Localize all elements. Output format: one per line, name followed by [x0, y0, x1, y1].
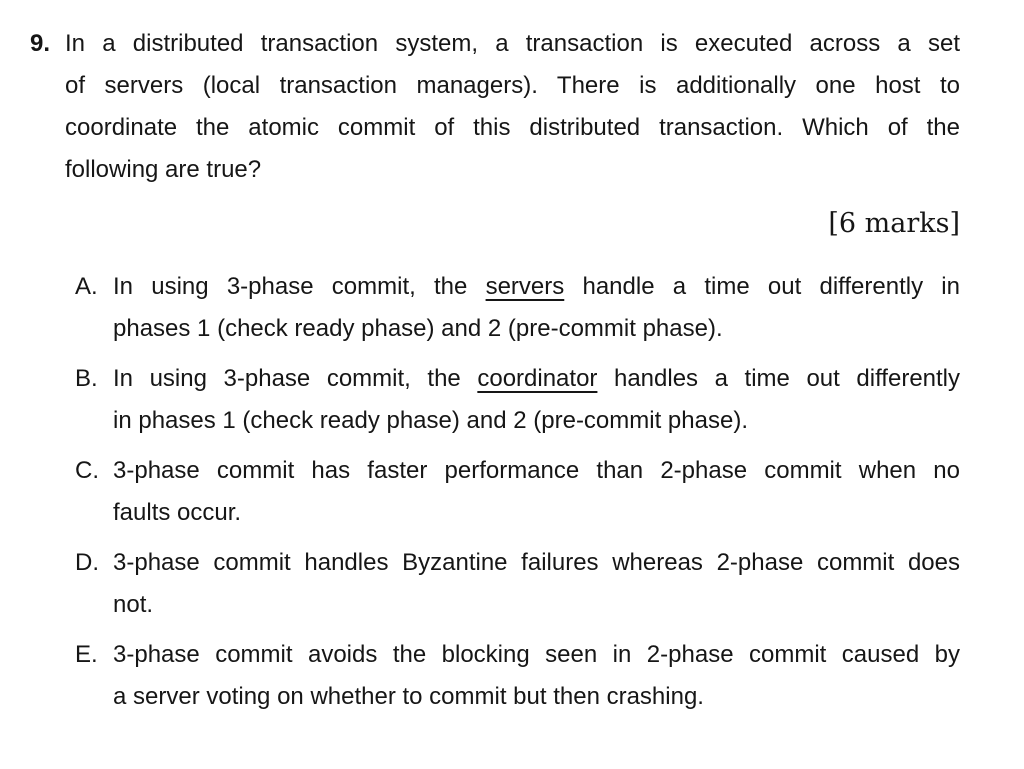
marks-label: [6 marks]: [828, 208, 960, 239]
question-line: of servers (local transaction managers).…: [65, 72, 960, 99]
option-label: D.: [75, 549, 99, 576]
option-item-a: A. In using 3-phase commit, the servers …: [75, 266, 960, 350]
question-number: 9.: [30, 30, 51, 57]
option-line: phases 1 (check ready phase) and 2 (pre-…: [113, 315, 723, 342]
option-line: not.: [113, 591, 154, 618]
option-text: handles a time out differently: [597, 365, 961, 392]
option-text: handle a time out differently in: [564, 273, 960, 300]
option-item-b: B. In using 3-phase commit, the coordina…: [75, 358, 960, 442]
option-line: faults occur.: [113, 499, 242, 526]
options-list: A. In using 3-phase commit, the servers …: [30, 266, 960, 718]
option-item-c: C. 3-phase commit has faster performance…: [75, 450, 960, 534]
option-line: 3-phase commit has faster performance th…: [113, 457, 960, 484]
option-line: a server voting on whether to commit but…: [113, 683, 704, 710]
option-line: In using 3-phase commit, the coordinator…: [113, 358, 960, 400]
question-line: coordinate the atomic commit of this dis…: [65, 114, 960, 141]
option-line: in phases 1 (check ready phase) and 2 (p…: [113, 407, 748, 434]
option-line: 3-phase commit avoids the blocking seen …: [113, 641, 960, 668]
underlined-term: servers: [485, 273, 565, 300]
question-line: following are true?: [65, 156, 262, 183]
question-line: In a distributed transaction system, a t…: [65, 30, 960, 57]
option-text: In using 3-phase commit, the: [113, 365, 478, 392]
option-line: In using 3-phase commit, the servers han…: [113, 266, 960, 308]
option-item-e: E. 3-phase commit avoids the blocking se…: [75, 634, 960, 718]
exam-page: 9. In a distributed transaction system, …: [30, 23, 960, 718]
option-label: A.: [75, 273, 98, 300]
option-label: C.: [75, 457, 99, 484]
option-label: E.: [75, 641, 98, 668]
question-block: 9. In a distributed transaction system, …: [30, 23, 960, 191]
option-item-d: D. 3-phase commit handles Byzantine fail…: [75, 542, 960, 626]
option-text: In using 3-phase commit, the: [113, 273, 486, 300]
option-label: B.: [75, 365, 98, 392]
underlined-term: coordinator: [477, 365, 598, 392]
option-line: 3-phase commit handles Byzantine failure…: [113, 549, 960, 576]
